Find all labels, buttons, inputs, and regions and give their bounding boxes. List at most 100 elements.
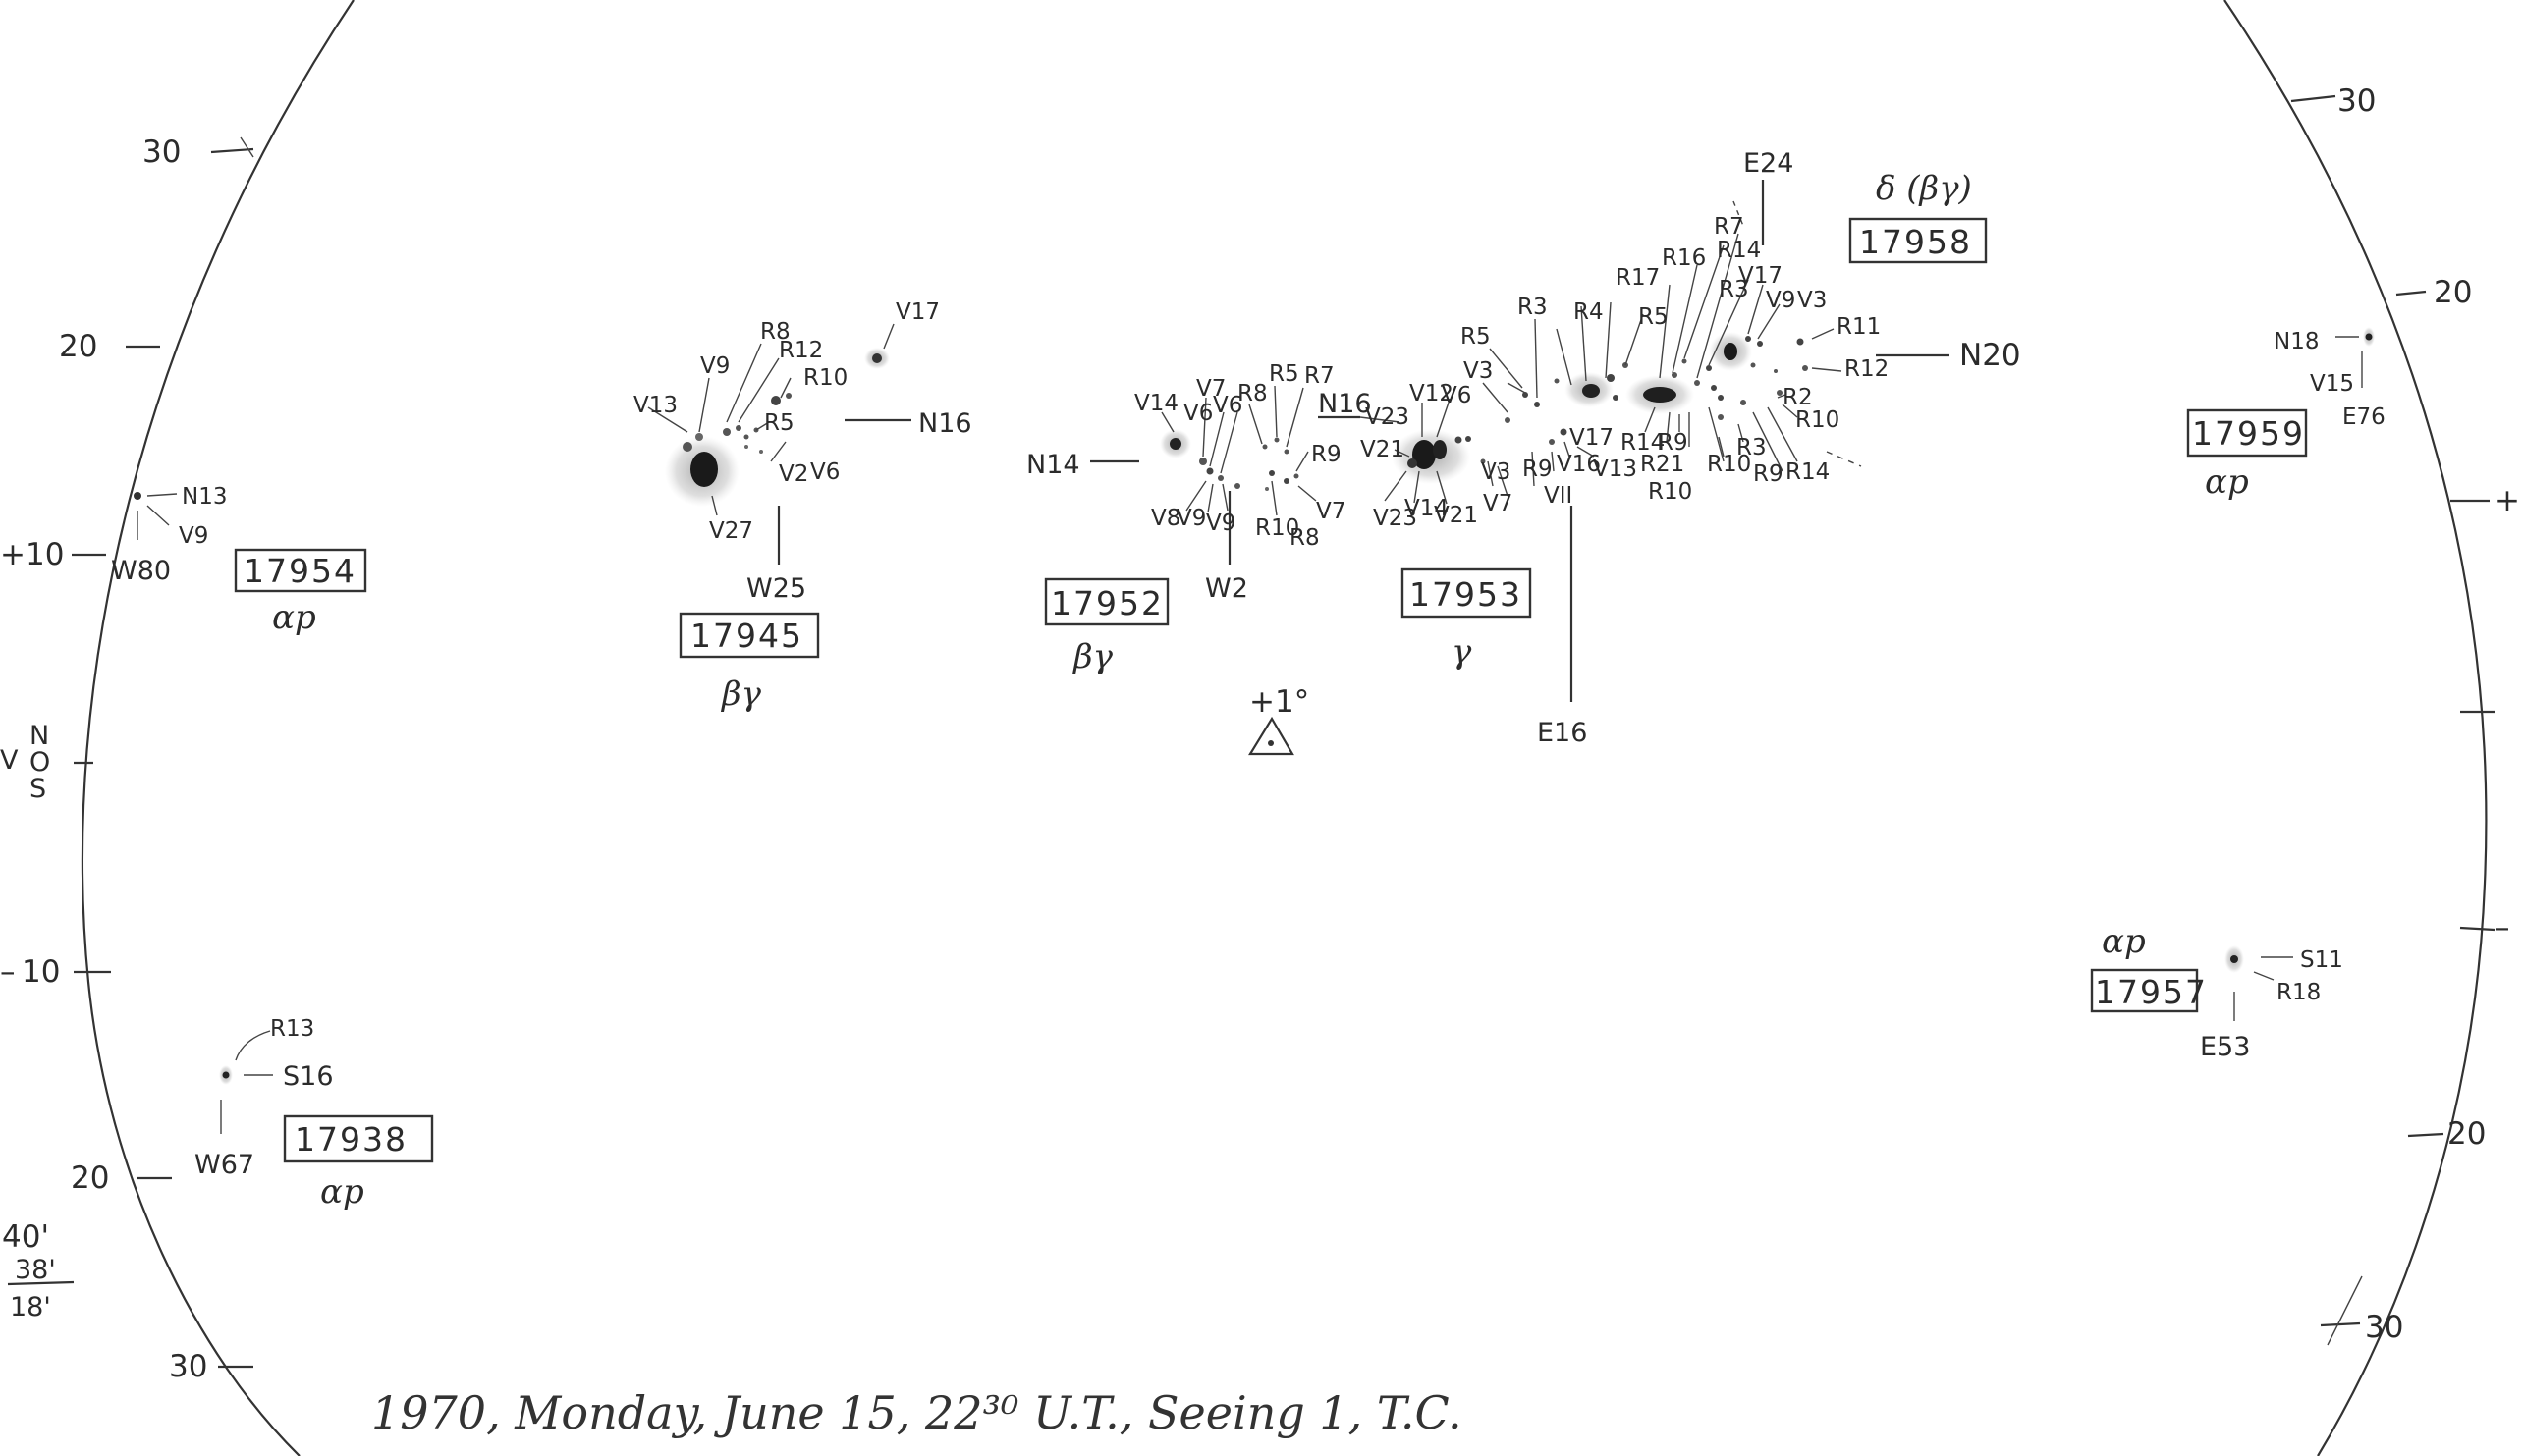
region-17959-class: αp (2205, 462, 2249, 502)
scale-value-1: 40' (2, 1219, 49, 1255)
region-17958-label-r3: R3 (1719, 277, 1749, 302)
region-17945-label-n16: N16 (918, 408, 972, 439)
region-17952-label-r5: R5 (1269, 361, 1299, 387)
solar-limb-right (2223, 0, 2488, 1456)
region-17953-label-r3: R3 (1517, 295, 1548, 320)
right-tick-20-bottom: 20 (2447, 1116, 2486, 1152)
region-17952-label-v8: V8 (1151, 506, 1180, 531)
region-17945-label-r8: R8 (760, 319, 791, 345)
region-17958-number: 17958 (1859, 223, 1972, 261)
region-17952-label-r10: R10 (1255, 515, 1299, 541)
equator-letter-o: O (29, 747, 50, 778)
region-17957-number: 17957 (2095, 973, 2208, 1011)
region-17952-label-r8: R8 (1237, 381, 1268, 406)
equator-letter-v: V (0, 745, 19, 776)
region-17953-number: 17953 (1409, 575, 1522, 614)
region-17953-label-v13: V13 (1593, 457, 1637, 482)
region-17952-label-v6a: V6 (1183, 401, 1213, 426)
right-tick-30-top: 30 (2337, 83, 2376, 119)
region-17953-label-v3: V3 (1481, 459, 1510, 485)
region-17958-label-e24: E24 (1743, 148, 1793, 179)
region-17958-label-r5: R5 (1638, 304, 1669, 330)
scale-value-3: 18' (10, 1292, 51, 1322)
equator-letter-s: S (29, 774, 46, 804)
region-17957-label-e53: E53 (2200, 1032, 2250, 1062)
region-17959-number: 17959 (2192, 414, 2305, 453)
region-17938-number: 17938 (295, 1120, 408, 1159)
region-17953-label-v6: V6 (1442, 383, 1471, 408)
region-17952-label-v9a: V9 (1177, 506, 1206, 531)
region-17954-class: αp (272, 598, 316, 637)
region-17952-label-v7: V7 (1196, 376, 1226, 402)
region-17958-label-r2: R2 (1783, 385, 1813, 410)
left-tick-30-top: 30 (142, 135, 181, 170)
region-17953: N16 V12 V6 V23 V21 V23 V14 V21 V3 V7 R9 … (1318, 295, 1637, 748)
left-tick-10-top: +10 (0, 537, 64, 572)
right-tick-20-top: 20 (2434, 275, 2472, 310)
region-17945-label-r5: R5 (764, 410, 795, 436)
region-17952-label-v9b: V9 (1206, 511, 1235, 536)
region-17953-label-v14: V14 (1404, 496, 1449, 521)
region-17952-label-r9: R9 (1311, 442, 1342, 467)
scale-value-2: 38' (15, 1255, 56, 1285)
region-17958-label-r9b: R9 (1658, 430, 1688, 456)
region-17953-label-n16: N16 (1318, 389, 1372, 419)
region-17958-label-r17: R17 (1616, 265, 1660, 291)
region-17945-label-v9: V9 (700, 353, 730, 379)
region-17958-label-r14c: R14 (1620, 430, 1665, 456)
region-17958: E24 R7 R14 R16 R17 R5 R4 R3 V17 V9 V3 R1… (1556, 148, 2021, 505)
region-17945: V13 V9 R8 R12 R10 R5 V17 N16 V2 V6 V27 W… (633, 299, 972, 714)
region-17954: N13 V9 W80 17954 αp (111, 484, 367, 637)
region-17953-label-r5: R5 (1460, 324, 1491, 350)
region-17958-label-v3: V3 (1797, 288, 1827, 313)
region-17953-label-v23b: V23 (1373, 506, 1417, 531)
right-tick-plus: + (2495, 483, 2520, 518)
caption: 1970, Monday, June 15, 22³⁰ U.T., Seeing… (371, 1386, 1462, 1439)
region-17953-label-v16: V16 (1557, 452, 1601, 477)
region-17953-label-v17: V17 (1569, 425, 1614, 451)
region-17953-class: γ (1452, 632, 1472, 672)
region-17958-label-r11: R11 (1837, 314, 1881, 340)
region-17945-label-r12: R12 (779, 338, 823, 363)
region-17945-label-v27: V27 (709, 518, 753, 544)
left-latitude-scale: 30 20 +10 – 10 20 30 (0, 135, 254, 1384)
region-17952-label-r8b: R8 (1289, 525, 1320, 551)
region-17952-number: 17952 (1051, 584, 1164, 622)
region-17958-label-r7: R7 (1714, 214, 1744, 240)
region-17945-label-v6: V6 (810, 459, 840, 485)
region-17959-label-v15: V15 (2310, 371, 2354, 397)
region-17938-label-w67: W67 (194, 1150, 254, 1180)
left-tick-10-bottom: – (0, 954, 16, 990)
right-tick-30-bottom: 30 (2365, 1310, 2403, 1345)
region-17959-label-n18: N18 (2274, 329, 2319, 354)
region-17958-label-v17: V17 (1738, 263, 1783, 289)
region-17959-label-e76: E76 (2342, 404, 2386, 430)
left-tick-10-bottom-value: 10 (22, 954, 60, 990)
region-17953-label-e16: E16 (1537, 718, 1587, 748)
region-17945-number: 17945 (690, 617, 803, 655)
scale-values: 40' 38' 18' (2, 1219, 75, 1322)
region-17958-label-r14: R14 (1717, 238, 1761, 263)
region-17954-label-w80: W80 (111, 556, 171, 586)
region-17958-label-r14b: R14 (1785, 459, 1830, 485)
region-17953-label-v3b: V3 (1463, 358, 1493, 384)
region-17959: N18 V15 E76 17959 αp (2186, 327, 2386, 502)
region-17952: V14 V7 V6 V6 R8 R5 R7 N14 V8 V9 V9 R9 V7… (1026, 361, 1345, 676)
right-latitude-scale: 30 20 + – 20 30 (2290, 83, 2520, 1346)
region-17958-class: δ (βγ) (1876, 169, 1972, 208)
region-17952-label-w2: W2 (1205, 573, 1248, 604)
left-tick-30-bottom: 30 (169, 1349, 207, 1384)
left-tick-20-top: 20 (59, 329, 97, 364)
region-17958-label-r10c: R10 (1648, 479, 1692, 505)
region-17958-label-r9: R9 (1753, 461, 1783, 487)
region-17957-label-s11: S11 (2300, 947, 2343, 973)
region-17958-label-v9: V9 (1766, 288, 1795, 313)
equator-letter-n: N (29, 721, 49, 751)
equator-label: V N O S (0, 721, 50, 804)
region-17945-label-v13: V13 (633, 393, 678, 418)
region-17957-label-r18: R18 (2276, 980, 2321, 1005)
region-17958-label-r12: R12 (1844, 356, 1889, 382)
region-17958-label-r4: R4 (1573, 299, 1604, 325)
region-17953-label-vii: VII (1544, 483, 1572, 509)
region-17945-class: βγ (720, 674, 762, 714)
